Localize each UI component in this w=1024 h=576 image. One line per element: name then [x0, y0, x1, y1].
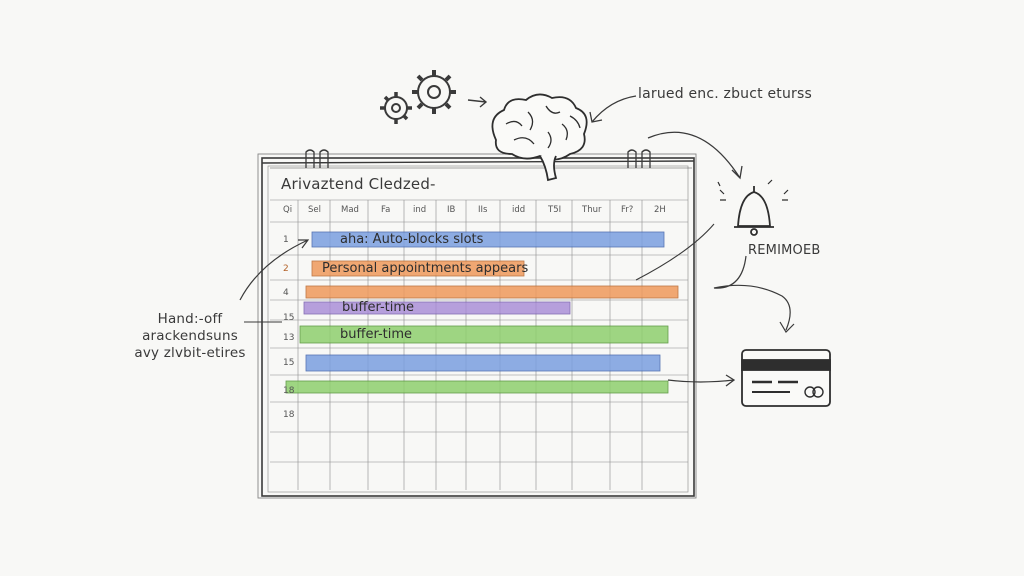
bar-buffer-time-green	[299, 325, 669, 344]
row-number: 15	[283, 313, 295, 323]
gears-icon	[380, 70, 488, 124]
bar-label-personal-appointments: Personal appointments appears	[322, 261, 529, 276]
day-header: Qi	[283, 205, 293, 215]
bar-label-buffer-time-green: buffer-time	[340, 327, 413, 342]
row-number: 18	[283, 410, 295, 420]
day-header: T5I	[548, 205, 562, 215]
day-header: Sel	[308, 205, 321, 215]
bar-personal-appointments	[311, 260, 525, 277]
bar-label-auto-blocks: aha: Auto-blocks slots	[340, 232, 484, 247]
arrow-reminder-to-card	[713, 255, 795, 333]
day-header: Fa	[381, 205, 391, 215]
row-number: 4	[283, 288, 289, 298]
bell-icon	[717, 179, 789, 236]
day-header: Thur	[582, 205, 602, 215]
row-number: 18	[283, 386, 295, 396]
bar-label-buffer-time-purple: buffer-time	[342, 300, 415, 315]
row-number: 13	[283, 333, 295, 343]
day-header: Mad	[341, 205, 359, 215]
handoff-line: Hand:-off	[157, 311, 223, 327]
calendar-bars	[285, 231, 679, 394]
bar-orange-long	[305, 285, 679, 299]
reminder-label: REMIMOEB	[748, 243, 821, 258]
calendar-grid	[270, 199, 688, 490]
credit-card-icon	[741, 349, 831, 407]
day-header: Fr?	[621, 205, 634, 215]
calendar-title: Arivaztend Cledzed-	[281, 175, 436, 193]
handoff-line: avy zlvbit-etires	[134, 345, 246, 361]
day-header: 2H	[654, 205, 666, 215]
bar-green-bottom	[285, 380, 669, 394]
arrow-note-to-brain	[589, 95, 637, 123]
day-header: IIs	[478, 205, 488, 215]
handoff-line: arackendsuns	[142, 328, 238, 344]
day-header: ind	[413, 205, 427, 215]
brain-icon	[491, 93, 588, 182]
bar-blue-second	[305, 354, 661, 372]
day-header: IB	[447, 205, 456, 215]
top-note-label: larued enc. zbuct eturss	[638, 86, 812, 102]
arrow-handoff-to-calendar	[239, 239, 310, 301]
arrow-to-bell	[647, 131, 743, 180]
arrow-bars-to-reminder	[635, 223, 715, 281]
arrow-bar-to-card	[667, 374, 736, 387]
handoff-label: Hand:-off arackendsuns avy zlvbit-etires	[130, 311, 250, 362]
bar-buffer-time-purple	[303, 301, 571, 315]
row-number: 2	[283, 264, 289, 274]
row-number: 1	[283, 235, 289, 245]
day-header: idd	[512, 205, 526, 215]
row-number: 15	[283, 358, 295, 368]
calendar-frame	[257, 149, 697, 499]
bar-auto-blocks	[311, 231, 665, 248]
